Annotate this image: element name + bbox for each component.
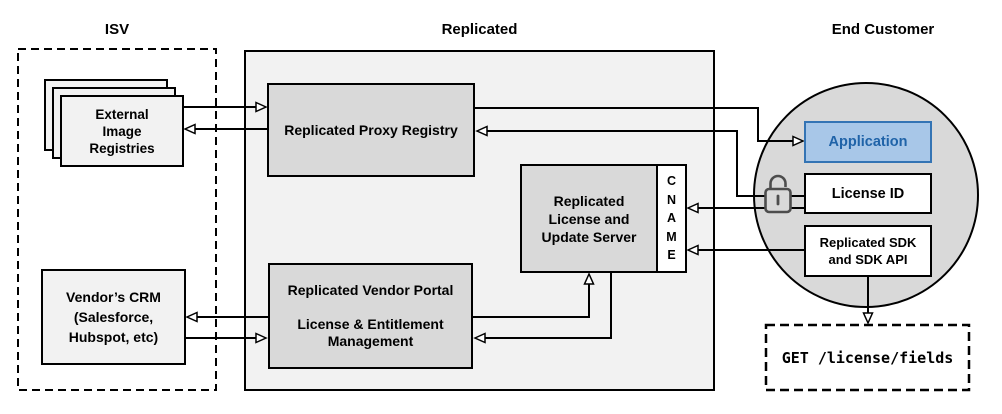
cname-letter-a: A bbox=[666, 211, 677, 226]
end-customer-section-title: End Customer bbox=[831, 21, 935, 38]
replicated-license-update-server-node: Replicated License and Update Server C N… bbox=[520, 164, 687, 273]
vendor-crm-node: Vendor’s CRM (Salesforce, Hubspot, etc) bbox=[41, 269, 186, 365]
get-license-fields-node: GET /license/fields bbox=[765, 324, 970, 391]
isv-section-title: ISV bbox=[104, 21, 130, 38]
cname-letter-n: N bbox=[666, 192, 677, 207]
application-label: Application bbox=[828, 134, 908, 150]
license-server-line2: License and bbox=[548, 210, 630, 227]
crm-label-line3: Hubspot, etc) bbox=[68, 329, 159, 345]
vendor-portal-subtitle-line1: License & Entitlement bbox=[297, 316, 444, 332]
proxy-registry-label: Replicated Proxy Registry bbox=[284, 122, 458, 138]
replicated-proxy-registry-node: Replicated Proxy Registry bbox=[267, 83, 475, 177]
arrowhead-into-crm bbox=[185, 311, 198, 323]
cname-strip: C N A M E bbox=[658, 166, 685, 271]
sdk-label-line2: and SDK API bbox=[828, 252, 908, 267]
crm-label-line2: (Salesforce, bbox=[73, 309, 154, 325]
arrowhead-into-registries bbox=[183, 123, 196, 135]
external-image-registries-node: External Image Registries bbox=[60, 95, 184, 167]
license-update-server-label: Replicated License and Update Server bbox=[522, 166, 658, 271]
get-license-fields-label: GET /license/fields bbox=[781, 348, 954, 367]
license-server-line1: Replicated bbox=[553, 192, 625, 209]
registries-label-line1: External bbox=[95, 106, 149, 122]
cname-letter-c: C bbox=[666, 174, 677, 189]
sdk-label-line1: Replicated SDK bbox=[819, 235, 917, 250]
replicated-sdk-node: Replicated SDK and SDK API bbox=[804, 225, 932, 277]
cname-letter-e: E bbox=[667, 248, 676, 263]
crm-label-line1: Vendor’s CRM bbox=[66, 289, 161, 305]
registries-label-line2: Image bbox=[102, 123, 142, 139]
arrowhead-into-get-box bbox=[862, 312, 874, 325]
vendor-portal-title: Replicated Vendor Portal bbox=[287, 282, 454, 298]
application-node: Application bbox=[804, 121, 932, 163]
license-id-node: License ID bbox=[804, 173, 932, 214]
vendor-portal-subtitle-line2: Management bbox=[327, 333, 414, 349]
replicated-vendor-portal-node: Replicated Vendor Portal License & Entit… bbox=[268, 263, 473, 369]
license-server-line3: Update Server bbox=[541, 228, 637, 245]
replicated-section-title: Replicated bbox=[441, 21, 518, 38]
license-id-label: License ID bbox=[831, 185, 905, 202]
registries-label-line3: Registries bbox=[89, 140, 155, 156]
cname-letter-m: M bbox=[666, 229, 677, 244]
